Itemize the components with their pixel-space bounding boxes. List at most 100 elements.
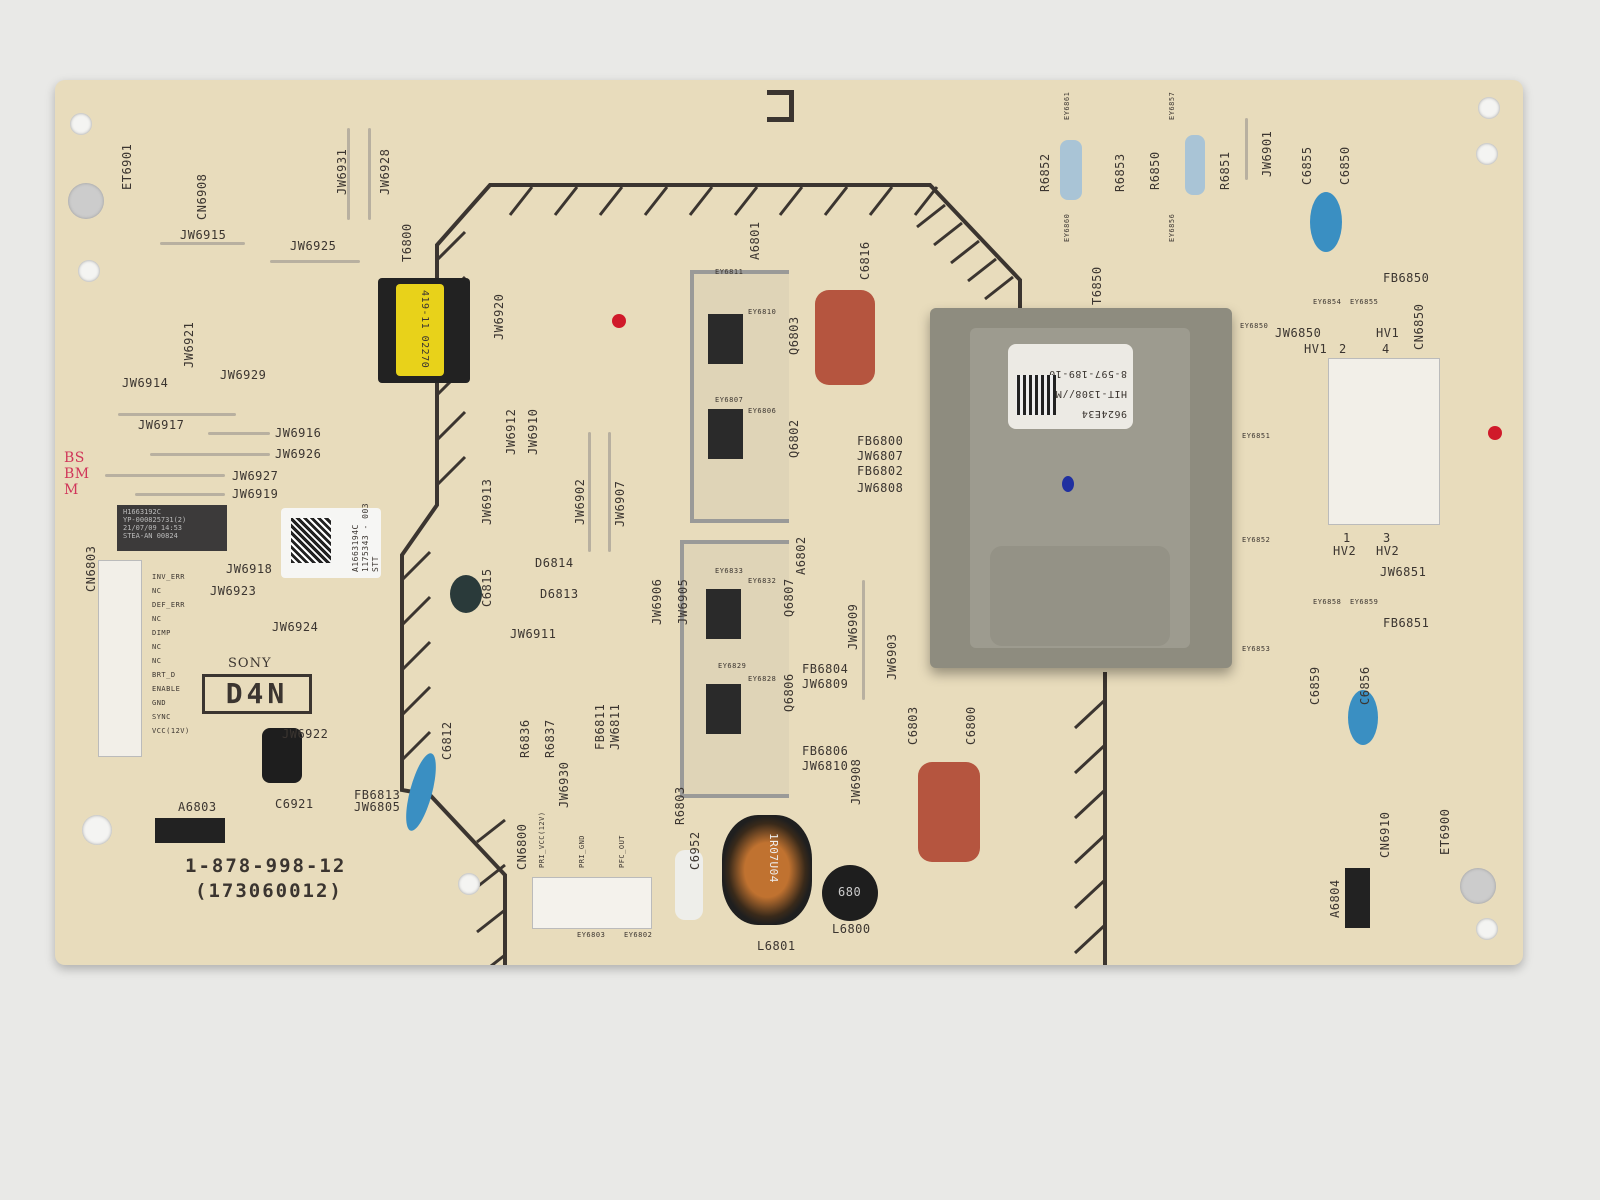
- connector-pin-label: PRI_GND: [578, 834, 586, 868]
- silkscreen-label: JW6808: [857, 481, 904, 495]
- board-part-code: (173060012): [195, 880, 343, 902]
- connector-pin-label: NC: [152, 657, 162, 665]
- silkscreen-label: R6853: [1113, 153, 1127, 192]
- silkscreen-label: 1: [1343, 531, 1351, 545]
- capacitor-c6815: [450, 575, 482, 613]
- hatch-mark: [1073, 878, 1107, 910]
- capacitor-c6952: [675, 850, 703, 920]
- silkscreen-label: CN6800: [515, 823, 529, 870]
- silkscreen-label: JW6927: [232, 469, 279, 483]
- silkscreen-label: CN6910: [1378, 811, 1392, 858]
- jumper-wire: [368, 128, 371, 220]
- silkscreen-label: JW6850: [1275, 326, 1322, 340]
- silkscreen-label: FB6802: [857, 464, 904, 478]
- silkscreen-label: JW6922: [282, 727, 329, 741]
- jumper-wire: [135, 493, 225, 496]
- red-dot: [612, 314, 626, 328]
- silkscreen-label: A6803: [178, 800, 217, 814]
- mounting-hole: [458, 873, 480, 895]
- silkscreen-label: JW6913: [480, 478, 494, 525]
- hatch-mark: [553, 186, 579, 216]
- silkscreen-label: R6803: [673, 786, 687, 825]
- silkscreen-label: JW6923: [210, 584, 257, 598]
- hatch-mark: [967, 257, 997, 283]
- silkscreen-label: A6804: [1328, 879, 1342, 918]
- sony-brand: SONY: [228, 656, 272, 671]
- silkscreen-label: C6812: [440, 721, 454, 760]
- silkscreen-label: D6814: [535, 556, 574, 570]
- silkscreen-label: C6859: [1308, 666, 1322, 705]
- hatch-mark: [435, 230, 467, 262]
- hatch-mark: [916, 203, 946, 229]
- silkscreen-label: JW6924: [272, 620, 319, 634]
- silkscreen-label: C6800: [964, 706, 978, 745]
- hatch-mark: [643, 186, 669, 216]
- silkscreen-label: 3: [1383, 531, 1391, 545]
- connector-cn6803: [98, 560, 142, 757]
- silkscreen-label: EY6807: [715, 396, 744, 404]
- silkscreen-label: JW6912: [504, 408, 518, 455]
- silkscreen-label: JW6902: [573, 478, 587, 525]
- datamatrix-icon: [291, 518, 331, 563]
- connector-pin-label: VCC(12V): [152, 727, 190, 735]
- jumper-wire: [588, 432, 591, 552]
- silkscreen-label: FB6804: [802, 662, 849, 676]
- capacitor-c6850: [1310, 192, 1342, 252]
- silkscreen-label: JW6851: [1380, 565, 1427, 579]
- silkscreen-label: EY6832: [748, 577, 777, 585]
- ground-terminal: [68, 183, 104, 219]
- hatch-mark: [598, 186, 624, 216]
- resistor-r6852: [1060, 140, 1082, 200]
- silkscreen-label: EY6851: [1242, 432, 1271, 440]
- silkscreen-label: FB6811: [593, 703, 607, 750]
- silkscreen-label: JW6918: [226, 562, 273, 576]
- silkscreen-label: JW6921: [182, 321, 196, 368]
- capacitor-c6921: [262, 728, 302, 783]
- capacitor-c6856: [1348, 690, 1378, 745]
- silkscreen-label: CN6850: [1412, 303, 1426, 350]
- hatch-mark: [400, 685, 432, 717]
- d4n-logo: D4N: [202, 674, 312, 714]
- silkscreen-label: JW6908: [849, 758, 863, 805]
- silkscreen-label: JW6905: [676, 578, 690, 625]
- silkscreen-label: EY6858: [1313, 598, 1342, 606]
- qr-code-icon: [1016, 375, 1056, 415]
- silkscreen-label: FB6850: [1383, 271, 1430, 285]
- silkscreen-label: HV1: [1304, 342, 1328, 356]
- silkscreen-label: JW6807: [857, 449, 904, 463]
- hatch-mark: [476, 908, 506, 934]
- hatch-mark: [1073, 833, 1107, 865]
- red-dot: [1488, 426, 1502, 440]
- hatch-mark: [489, 953, 506, 965]
- silkscreen-label: C6803: [906, 706, 920, 745]
- hatch-mark: [823, 186, 849, 216]
- silkscreen-label: T6800: [400, 223, 414, 262]
- marker-e: [767, 90, 794, 122]
- connector-pin-label: SYNC: [152, 713, 171, 721]
- silkscreen-label: CN6803: [84, 545, 98, 592]
- silkscreen-label: JW6907: [613, 480, 627, 527]
- silkscreen-label: JW6919: [232, 487, 279, 501]
- connector-pin-label: GND: [152, 699, 167, 707]
- silkscreen-label: Q6806: [782, 673, 796, 712]
- hatch-mark: [1073, 923, 1107, 955]
- connector-a6804: [1345, 868, 1370, 928]
- silkscreen-label: EY6860: [1063, 213, 1071, 242]
- silkscreen-label: JW6931: [335, 148, 349, 195]
- silkscreen-label: EY6828: [748, 675, 777, 683]
- hatch-mark: [733, 186, 759, 216]
- silkscreen-label: EY6853: [1242, 645, 1271, 653]
- silkscreen-label: EY6810: [748, 308, 777, 316]
- hatch-mark: [400, 595, 432, 627]
- hatch-mark: [950, 239, 980, 265]
- hatch-mark: [435, 410, 467, 442]
- silkscreen-label: JW6920: [492, 293, 506, 340]
- t6800-marking: 419-11 02270: [419, 290, 430, 369]
- silkscreen-label: EY6854: [1313, 298, 1342, 306]
- silkscreen-label: D6813: [540, 587, 579, 601]
- connector-pin-label: BRT_D: [152, 671, 176, 679]
- hatch-mark: [984, 275, 1014, 301]
- jumper-wire: [105, 474, 225, 477]
- hatch-mark: [400, 550, 432, 582]
